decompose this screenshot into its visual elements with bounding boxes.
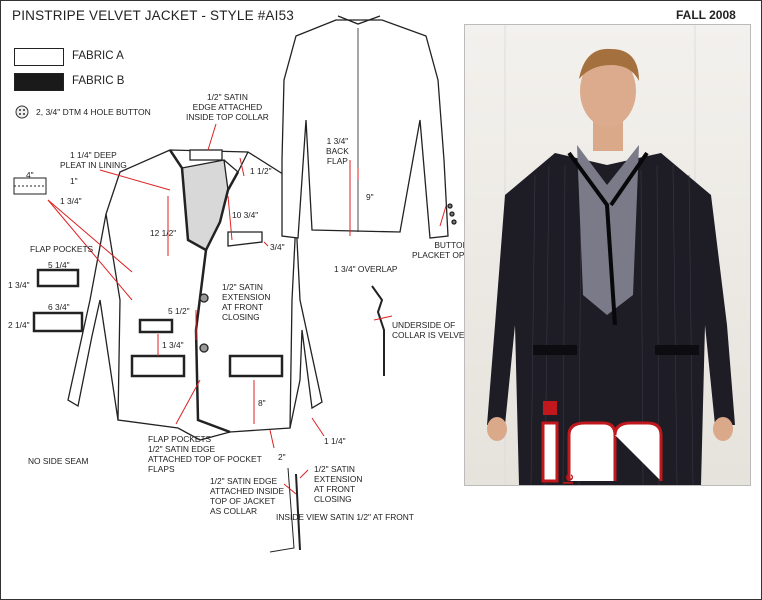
label-overlap: 1 3/4" OVERLAP — [334, 264, 398, 274]
label-satin-extension: 1/2" SATIN EXTENSION AT FRONT CLOSING — [222, 282, 271, 322]
pleat-diagram — [13, 177, 47, 195]
label-lapel-1034: 10 3/4" — [232, 210, 259, 220]
label-flap1-height: 1 3/4" — [8, 280, 30, 290]
label-back-flap: 1 3/4" BACK FLAP — [326, 136, 349, 166]
page-title: PINSTRIPE VELVET JACKET - STYLE #AI53 — [12, 8, 295, 23]
label-side-134: 1 3/4" — [60, 196, 82, 206]
fabric-b-swatch — [14, 73, 64, 91]
back-jacket — [281, 15, 457, 239]
fabric-b-label: FABRIC B — [72, 75, 125, 87]
dimension-arrows — [47, 123, 447, 495]
label-lapel-112: 1 1/2" — [250, 166, 272, 176]
label-back-9: 9" — [366, 192, 374, 202]
label-inside-view: INSIDE VIEW SATIN 1/2" AT FRONT — [276, 512, 414, 522]
season-label: FALL 2008 — [676, 8, 736, 22]
label-deep-pleat: 1 1/4" DEEP PLEAT IN LINING — [60, 150, 127, 170]
label-flap-note: FLAP POCKETS 1/2" SATIN EDGE ATTACHED TO… — [148, 434, 262, 474]
label-hem-8: 8" — [258, 398, 266, 408]
label-hem-114: 1 1/4" — [324, 436, 346, 446]
inside-view-satin — [295, 473, 301, 551]
label-flap-pockets: FLAP POCKETS — [30, 244, 94, 254]
label-pleat-width: 4" — [26, 170, 34, 180]
label-no-side-seam: NO SIDE SEAM — [28, 456, 89, 466]
button-icon — [15, 105, 29, 119]
label-satin-collar: 1/2" SATIN EDGE ATTACHED INSIDE TOP OF J… — [210, 476, 285, 516]
fabric-a-swatch — [14, 48, 64, 66]
model-photo: international male — [464, 24, 751, 486]
collar-profile — [371, 285, 385, 376]
flap-pocket-detail-2 — [32, 311, 84, 333]
label-hem-2: 2" — [278, 452, 286, 462]
label-pocket-34: 3/4" — [270, 242, 285, 252]
label-flap2-height: 2 1/4" — [8, 320, 30, 330]
label-pleat-height: 1" — [70, 176, 78, 186]
logo-text: international male — [561, 474, 576, 485]
label-satin-extension-2: 1/2" SATIN EXTENSION AT FRONT CLOSING — [314, 464, 363, 504]
fabric-a-label: FABRIC A — [72, 50, 124, 62]
label-flap1-width: 5 1/4" — [48, 260, 70, 270]
label-flap2-width: 6 3/4" — [48, 302, 70, 312]
im-logo — [541, 401, 663, 483]
inside-view-strip — [269, 467, 295, 553]
label-front-512: 5 1/2" — [168, 306, 190, 316]
label-satin-top-collar: 1/2" SATIN EDGE ATTACHED INSIDE TOP COLL… — [186, 92, 269, 122]
label-underside-collar: UNDERSIDE OF COLLAR IS VELVET — [392, 320, 470, 340]
flap-pocket-detail-1 — [36, 268, 80, 288]
front-jacket — [67, 149, 323, 441]
label-chest-1212: 12 1/2" — [150, 228, 177, 238]
button-note: 2, 3/4" DTM 4 HOLE BUTTON — [36, 107, 151, 117]
label-front-134: 1 3/4" — [162, 340, 184, 350]
